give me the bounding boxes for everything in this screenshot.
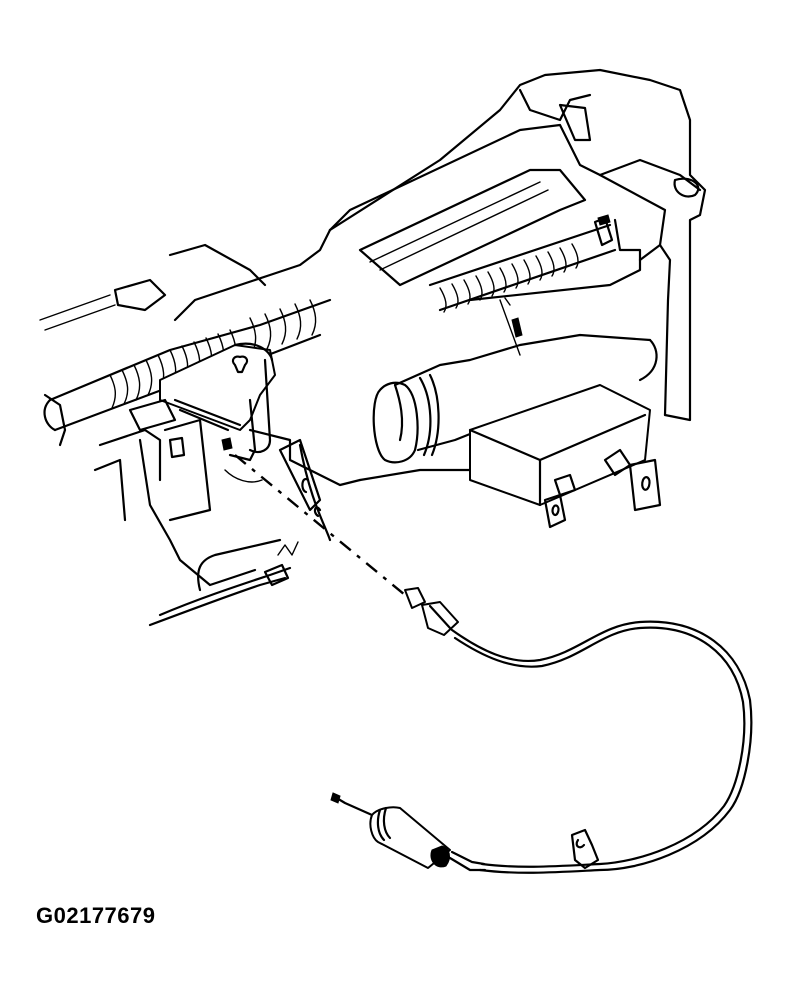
cable-clip bbox=[570, 828, 600, 870]
figure-id-label: G02177679 bbox=[36, 903, 156, 928]
steering-column-bracket bbox=[128, 342, 276, 462]
wiring-harness bbox=[43, 214, 617, 432]
routing-line bbox=[234, 454, 406, 596]
cylindrical-actuator bbox=[330, 792, 487, 872]
cable-connector bbox=[404, 587, 459, 636]
harness-branch-tag bbox=[148, 538, 299, 627]
cable bbox=[450, 620, 753, 874]
instrument-panel-carrier bbox=[39, 68, 707, 587]
hvac-duct bbox=[372, 297, 658, 464]
control-module-box bbox=[468, 384, 662, 529]
